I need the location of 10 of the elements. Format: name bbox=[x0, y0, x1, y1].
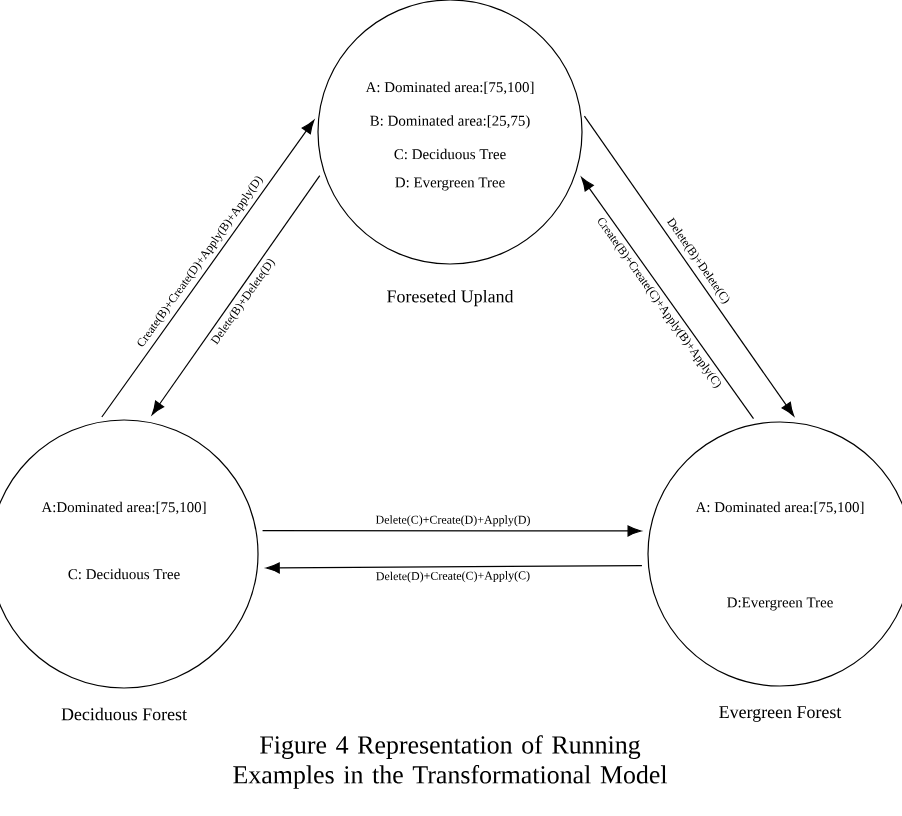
state-label: Deciduous Forest bbox=[61, 707, 187, 721]
arrow bbox=[101, 119, 315, 418]
figure-caption: Figure 4 Representation of Running Examples in the Transformational Model bbox=[233, 735, 668, 789]
arrow bbox=[265, 562, 643, 574]
arrow bbox=[581, 177, 755, 420]
state-label: Foreseted Upland bbox=[387, 289, 514, 307]
arrow bbox=[151, 175, 321, 416]
state-label: Evergreen Forest bbox=[719, 706, 842, 722]
arrow bbox=[583, 115, 795, 417]
arrow bbox=[261, 525, 642, 537]
